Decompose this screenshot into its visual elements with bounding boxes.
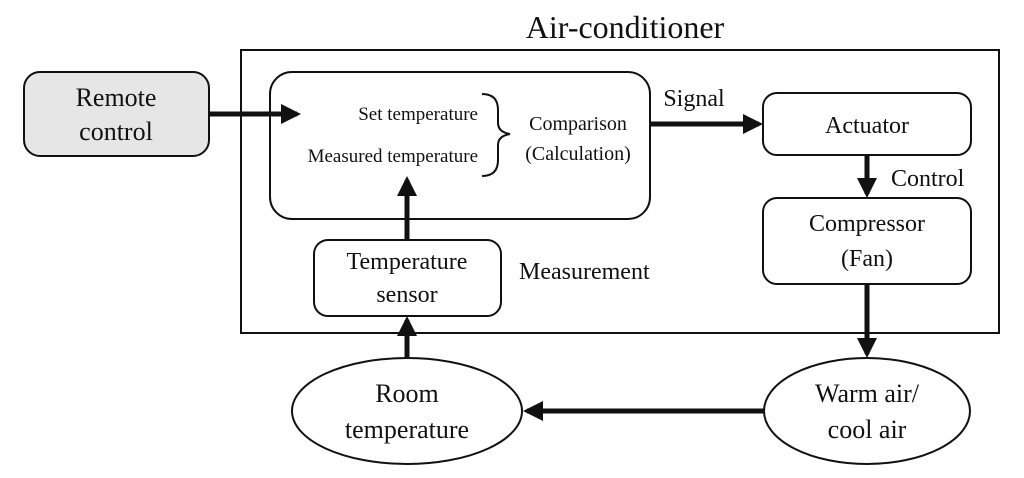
room-temperature-label-line1: Room bbox=[375, 379, 439, 408]
diagram-title: Air-conditioner bbox=[526, 9, 725, 45]
set-temperature-label: Set temperature bbox=[358, 104, 478, 125]
compressor-label-line2: (Fan) bbox=[841, 246, 893, 272]
calculation-label: (Calculation) bbox=[525, 143, 631, 165]
control-label: Control bbox=[891, 166, 965, 192]
signal-label: Signal bbox=[663, 86, 725, 112]
remote-control-label-line2: control bbox=[79, 117, 153, 146]
warm-air-label-line2: cool air bbox=[828, 415, 907, 444]
measurement-label: Measurement bbox=[519, 259, 650, 285]
comparison-unit-node: Set temperature Measured temperature Com… bbox=[269, 71, 651, 220]
room-temperature-label-line2: temperature bbox=[345, 415, 469, 444]
temperature-sensor-label-line2: sensor bbox=[376, 282, 437, 308]
curly-brace bbox=[481, 93, 511, 177]
compressor-node: Compressor (Fan) bbox=[762, 197, 972, 285]
air-conditioner-boundary bbox=[240, 49, 1000, 334]
actuator-node: Actuator bbox=[762, 92, 972, 156]
remote-control-node: Remote control bbox=[23, 71, 210, 157]
temperature-sensor-node: Temperature sensor bbox=[313, 239, 502, 317]
compressor-label-line1: Compressor bbox=[809, 211, 925, 237]
temperature-sensor-label-line1: Temperature bbox=[347, 249, 468, 275]
remote-control-label-line1: Remote bbox=[76, 83, 157, 112]
warm-air-label-line1: Warm air/ bbox=[815, 379, 920, 408]
actuator-label: Actuator bbox=[825, 113, 909, 139]
measured-temperature-label: Measured temperature bbox=[308, 146, 478, 167]
warm-cool-air-node: Warm air/ cool air bbox=[763, 357, 971, 465]
room-temperature-node: Room temperature bbox=[291, 357, 523, 465]
comparison-label: Comparison bbox=[529, 113, 627, 135]
